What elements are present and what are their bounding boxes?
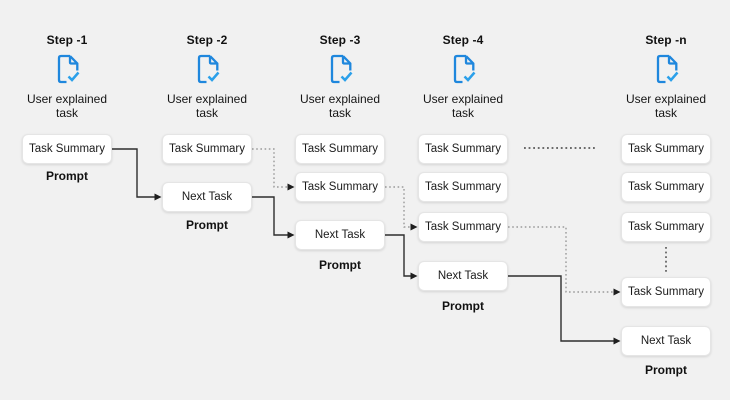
step-caption: User explained task: [166, 92, 248, 120]
task-summary-box: Task Summary: [621, 134, 711, 164]
connector-step3-nexttask-to-step4-nexttask: [385, 234, 418, 280]
document-check-icon: [197, 54, 220, 84]
next-task-box: Next Task: [418, 261, 508, 291]
next-task-box: Next Task: [162, 182, 252, 212]
task-summary-box: Task Summary: [295, 134, 385, 164]
step-title: Step -1: [46, 33, 88, 47]
step-caption: User explained task: [26, 92, 108, 120]
document-check-icon: [453, 54, 476, 84]
connector-step2-nexttask-to-step3-nexttask: [252, 196, 295, 239]
prompt-label: Prompt: [442, 299, 484, 313]
next-task-box: Next Task: [295, 220, 385, 250]
prompt-label: Prompt: [186, 218, 228, 232]
task-summary-box: Task Summary: [418, 212, 508, 242]
connector-step1-summary-to-step2-nexttask: [112, 148, 162, 201]
step-title: Step -4: [442, 33, 484, 47]
prompt-label: Prompt: [645, 363, 687, 377]
connector-step4-summary-to-stepn-summary: [508, 226, 621, 296]
connector-step3-summary-to-step4-summary: [385, 186, 418, 231]
connector-step2-summary-to-step3-summary: [252, 148, 295, 191]
task-summary-box: Task Summary: [621, 212, 711, 242]
step-caption: User explained task: [422, 92, 504, 120]
next-task-box: Next Task: [621, 326, 711, 356]
task-summary-box: Task Summary: [295, 172, 385, 202]
step-title: Step -2: [186, 33, 228, 47]
step-title: Step -3: [319, 33, 361, 47]
step-caption: User explained task: [625, 92, 707, 120]
document-check-icon: [57, 54, 80, 84]
task-summary-box: Task Summary: [22, 134, 112, 164]
prompt-label: Prompt: [319, 258, 361, 272]
prompt-label: Prompt: [46, 169, 88, 183]
task-summary-box: Task Summary: [418, 172, 508, 202]
document-check-icon: [656, 54, 679, 84]
task-summary-box: Task Summary: [162, 134, 252, 164]
connector-step4-nexttask-to-stepn-nexttask: [508, 275, 621, 345]
step-caption: User explained task: [299, 92, 381, 120]
task-summary-box: Task Summary: [621, 277, 711, 307]
step-title: Step -n: [645, 33, 687, 47]
task-summary-box: Task Summary: [621, 172, 711, 202]
document-check-icon: [330, 54, 353, 84]
task-summary-box: Task Summary: [418, 134, 508, 164]
